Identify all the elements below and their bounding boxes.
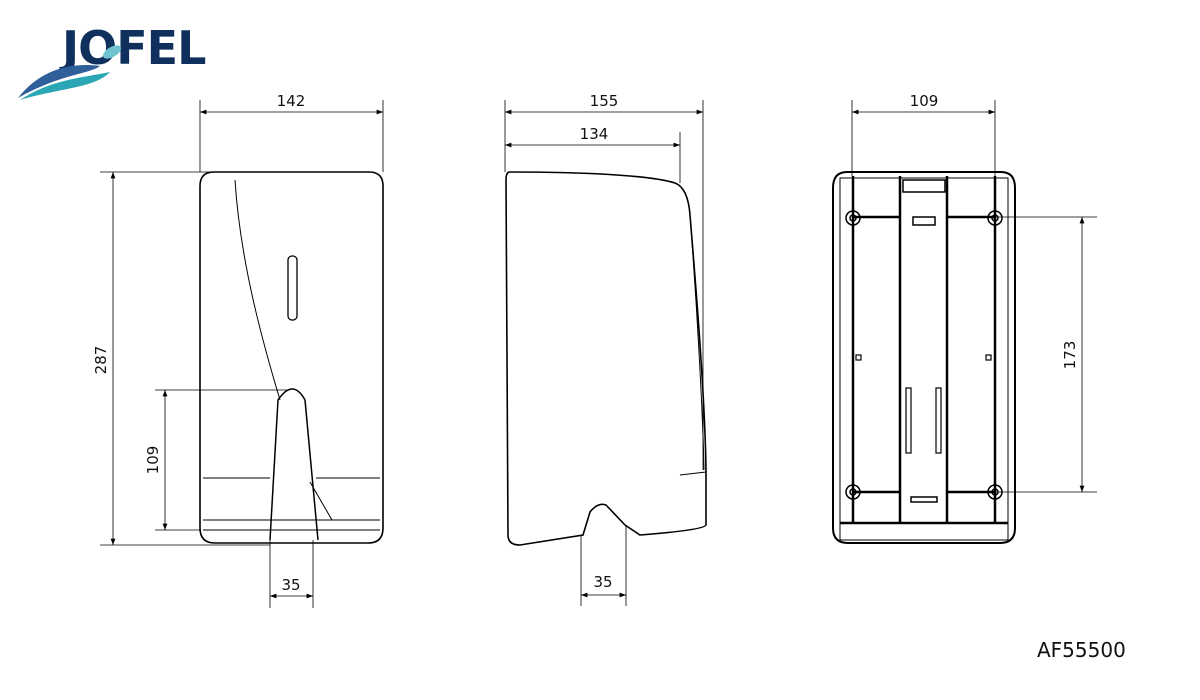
side-lever-width-dim: 35 <box>593 573 612 591</box>
jofel-logo: JOFEL <box>18 21 207 100</box>
front-lever-height-dim: 109 <box>144 446 162 475</box>
back-view: 109 173 <box>832 92 1097 544</box>
back-width-dim: 109 <box>910 92 939 110</box>
front-lever-width-dim: 35 <box>281 576 300 594</box>
front-view: 142 287 109 35 <box>92 92 384 608</box>
front-height-dim: 287 <box>92 346 110 375</box>
front-width-dim: 142 <box>277 92 306 110</box>
side-view: 155 134 35 <box>504 92 707 606</box>
side-depth-dim: 155 <box>590 92 619 110</box>
mounting-holes <box>845 210 1003 500</box>
back-hole-spacing-dim: 173 <box>1061 341 1079 370</box>
model-code: AF55500 <box>1037 638 1126 662</box>
side-inner-depth-dim: 134 <box>580 125 609 143</box>
